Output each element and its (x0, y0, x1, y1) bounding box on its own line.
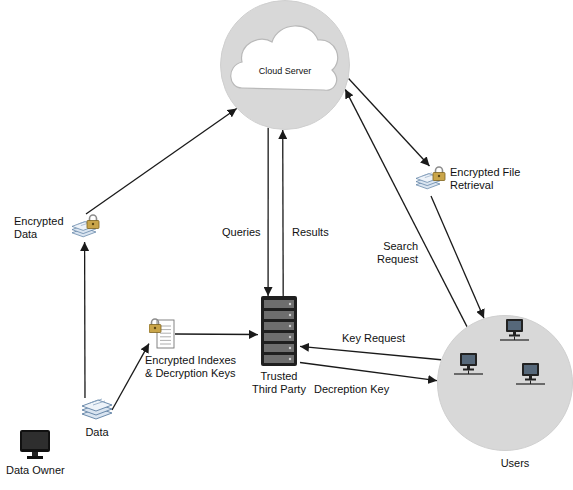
label-patch: Results (290, 226, 331, 239)
arrow-connector (300, 363, 437, 381)
monitor-icon (18, 430, 52, 460)
server-icon (258, 296, 300, 366)
cloud-server: Cloud Server (220, 0, 350, 130)
edge-label: Queries (222, 226, 261, 239)
label-patch: Queries (220, 226, 263, 239)
node-label: Trusted Third Party (249, 370, 309, 395)
edge-label: Results (292, 226, 329, 239)
arrow-connector (84, 242, 86, 398)
edge-label: Search Request (370, 240, 418, 265)
node-label: Users (457, 457, 573, 470)
node-label: Data Owner (6, 464, 65, 477)
encrypted-data-icon: Encrypted Data (14, 214, 100, 242)
label-patch: Decreption Key (312, 383, 391, 396)
icon-label: Data (85, 426, 108, 439)
stack-icon (82, 398, 112, 422)
edge-label: Decreption Key (314, 383, 389, 396)
arrow-connector (345, 89, 467, 326)
stackLock-icon (72, 214, 100, 242)
users-circle: Users (437, 315, 573, 470)
encrypted-index-icon: Encrypted Indexes & Decryption Keys (145, 318, 237, 379)
arrow-connector (300, 346, 441, 359)
data-stack-icon: Data (82, 398, 112, 439)
arrow-connector (175, 333, 258, 335)
arrow-connector (267, 128, 268, 296)
users-shape (437, 315, 573, 451)
docLock-icon (149, 318, 175, 350)
arrow-connector (282, 130, 284, 296)
icon-label: Encrypted Indexes & Decryption Keys (145, 354, 237, 379)
server-rack: Trusted Third Party (249, 296, 309, 395)
label-patch: Key Request (340, 332, 407, 345)
icon-label: Encrypted File Retrieval (450, 166, 522, 191)
owner-monitor: Data Owner (6, 430, 65, 477)
node-label: Cloud Server (220, 66, 350, 76)
cloud-shape (220, 0, 350, 130)
arrow-connector (112, 344, 149, 410)
stackLock-icon (416, 166, 446, 196)
encrypted-file-icon: Encrypted File Retrieval (416, 166, 522, 196)
icon-label: Encrypted Data (14, 215, 68, 240)
arrow-connector (431, 196, 484, 318)
arrow-connector (86, 108, 237, 214)
edge-label: Key Request (342, 332, 405, 345)
arrow-connector (349, 79, 430, 166)
label-patch: Search Request (368, 240, 420, 265)
